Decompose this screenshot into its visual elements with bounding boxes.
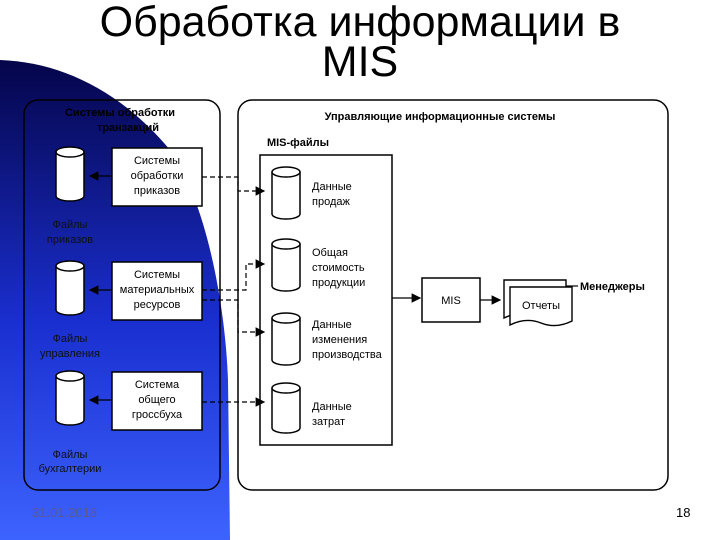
tps-group-title-1: Системы обработки — [65, 107, 175, 119]
tps-system-1-line2: обработки — [131, 170, 184, 182]
mis-file-3-line3: производства — [312, 349, 383, 361]
mis-file-1-line1: Данные — [312, 181, 352, 193]
tps-system-1-line1: Системы — [134, 155, 180, 167]
reports-document-icon — [503, 279, 573, 327]
reports-label: Отчеты — [522, 300, 560, 312]
mis-files-title: MIS-файлы — [267, 137, 329, 149]
tps-group-frame — [23, 99, 221, 491]
tps-file-1-line2: приказов — [47, 234, 93, 246]
mis-group-title: Управляющие информационные системы — [325, 111, 556, 123]
tps-file-3-line2: бухгалтерии — [39, 463, 102, 475]
mis-file-2-line3: продукции — [312, 277, 365, 289]
tps-system-2-line2: материальных — [120, 284, 195, 296]
tps-system-2-line3: ресурсов — [134, 299, 181, 311]
mis-file-4-line2: затрат — [312, 416, 345, 428]
mis-files-frame — [259, 154, 393, 446]
slide-title: Обработка информации в MIS — [0, 0, 720, 86]
slide-page-number: 18 — [676, 505, 691, 520]
tps-file-db-2 — [55, 260, 85, 316]
slide-title-line2: MIS — [321, 38, 399, 86]
tps-file-3-line1: Файлы — [53, 449, 88, 461]
mis-file-db-1 — [271, 166, 301, 220]
mis-file-1-line2: продаж — [312, 196, 350, 208]
slide-date: 31.01.2018 — [32, 505, 98, 520]
tps-system-3-line2: общего — [138, 394, 175, 406]
tps-file-db-3 — [55, 370, 85, 426]
mis-file-3-line1: Данные — [312, 319, 352, 331]
mis-file-4-line1: Данные — [312, 401, 352, 413]
tps-system-3-line1: Система — [135, 379, 180, 391]
tps-file-1-line1: Файлы — [53, 219, 88, 231]
mis-group-frame — [237, 99, 669, 491]
tps-file-2-line1: Файлы — [53, 333, 88, 345]
tps-system-2-line1: Системы — [134, 269, 180, 281]
slide-title-line1: Обработка информации в — [99, 0, 621, 46]
mis-process-label: MIS — [441, 295, 461, 307]
tps-file-2-line2: управления — [40, 348, 100, 360]
mis-file-2-line1: Общая — [312, 247, 348, 259]
tps-system-1-line3: приказов — [134, 185, 180, 197]
mis-file-db-3 — [271, 312, 301, 366]
mis-file-db-4 — [271, 382, 301, 434]
mis-file-db-2 — [271, 238, 301, 292]
tps-file-db-1 — [55, 146, 85, 202]
tps-system-3-line3: гроссбуха — [132, 409, 183, 421]
mis-process-box — [421, 277, 481, 323]
mis-file-3-line2: изменения — [312, 334, 367, 346]
tps-system-box-2 — [111, 261, 203, 321]
mis-file-2-line2: стоимость — [312, 262, 365, 274]
tps-system-box-3 — [111, 371, 203, 431]
tps-group-title-2: транзакций — [97, 122, 159, 134]
managers-label: Менеджеры — [580, 281, 645, 293]
